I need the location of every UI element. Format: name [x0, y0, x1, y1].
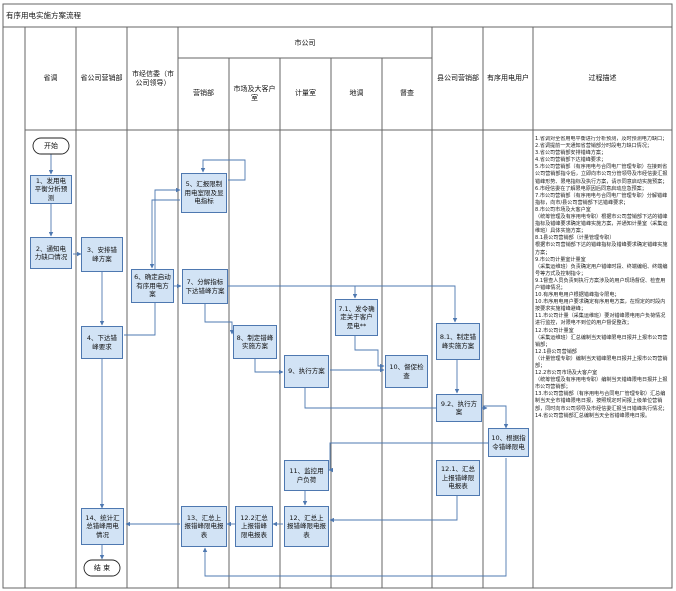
process-description-line: 8.1县公司营销部（计量管理专职）	[535, 235, 615, 242]
process-description-line: 3.省公司营销部安排错峰方案；	[535, 150, 607, 157]
process-description-line: 5.市公司营销部（有序用电与合同电厂管理专职）在接到省公司营销部指令后，立即向市…	[535, 164, 668, 185]
process-description-line: （采集运维班）负责确定用户错峰时段、终端编组、终端编号等方式及控制指令；	[535, 263, 668, 277]
process-description-line: 根据市公司营销部下达的错峰指标及错峰要求确定错峰实施方案；	[535, 242, 668, 256]
lane-header-sheng-diao: 省调	[43, 74, 58, 82]
node-3-arrange[interactable]: 3、安排错峰方案	[81, 237, 123, 272]
node-14-statistics[interactable]: 14、统计汇总错峰用电情况	[81, 508, 124, 545]
lane-header-jiliang: 计量室	[295, 89, 316, 97]
process-description-line: （采集运维班）汇总编制当天错峰限电日报并上报市公司营销部；	[535, 334, 668, 348]
process-description-line: 8.市公司市场及大客户室	[535, 206, 591, 213]
node-7-allocate[interactable]: 7、分解指标下达错峰方案	[182, 269, 228, 304]
lane-header-xian-yingxiao: 县公司营销部	[437, 74, 479, 82]
node-1-forecast[interactable]: 1、发用电平衡分析预测	[30, 175, 72, 204]
process-description-line: （统筹管理及有序用电专职）编制当天错峰限电日报并上报市公司营销部；	[535, 377, 668, 391]
node-12-meter-report[interactable]: 12、汇总上报错峰限电报表	[284, 506, 329, 547]
diagram-title: 有序用电实施方案流程	[6, 10, 81, 20]
lane-header-di-diao: 地调	[349, 89, 364, 97]
node-10-user-limit[interactable]: 10、根据指令错峰限电	[488, 428, 529, 457]
lane-header-users: 有序用电用户	[487, 74, 529, 82]
process-description-line: 9.1督查人员负责到执行方案涉及的用户现场督促、检查用户错峰情况；	[535, 277, 666, 291]
node-12-2-market-report[interactable]: 12.2汇总上报错峰限电报表	[235, 506, 273, 547]
process-description-line: 2.省调提前一天通知省营销部分时段电力缺口情况；	[535, 143, 652, 150]
process-description-line: 6.市经信委在了解限电原因后同意启动应急预案；	[535, 185, 647, 192]
node-5-report[interactable]: 5、汇报限制用电室限及显电指标	[181, 173, 227, 213]
node-4-issue[interactable]: 4、下达错峰要求	[81, 326, 123, 359]
node-7-1-dispatch[interactable]: 7.1、发令确定关于客户是电**	[335, 299, 378, 336]
start-label: 开始	[44, 141, 58, 150]
process-description-line: 12.2市公司市场及大客户室	[535, 370, 598, 377]
node-13-summary-report[interactable]: 13、汇总上报错峰限电报表	[181, 506, 227, 547]
lane-header-shichang: 市场及大客户室	[233, 84, 276, 102]
process-description-line: 11.市公司计量（采集运维班）要对错峰限电用户负荷情况进行监控，对限电不到位的用…	[535, 313, 666, 327]
node-12-1-county-report[interactable]: 12.1、汇总上报错峰限电报表	[436, 460, 480, 496]
process-description-line: 4.省公司营销部下达错峰要求；	[535, 157, 607, 164]
end-label: 结 束	[93, 563, 111, 572]
process-description-line: 12.市公司计量室	[535, 327, 574, 334]
node-9-2-execute[interactable]: 9.2、执行方案	[436, 394, 482, 422]
node-8-plan[interactable]: 8、制定错峰实施方案	[233, 325, 277, 359]
process-description-line: 9.市公司计量室计量室	[535, 256, 586, 263]
process-description-text: 1.省调对全省用电平衡进行分析预测，及时预测电力缺口；2.省调提前一天通知省营销…	[535, 136, 669, 583]
lane-header-yingxiao: 营销部	[193, 89, 214, 97]
node-10-inspect[interactable]: 10、督促检查	[385, 355, 428, 388]
process-description-line: 10.市序用电用户要求确定有序用电方案，在规定的时段内按要求实施错峰避峰；	[535, 299, 666, 313]
node-8-1-county-plan[interactable]: 8.1、制定错峰实施方案	[436, 323, 480, 360]
process-description-line: （统筹管理及有序用电专职）根据市公司营销部下达的错峰指标及错峰要求确定错峰实施方…	[535, 214, 668, 235]
node-9-execute[interactable]: 9、执行方案	[284, 355, 329, 388]
process-description-line: 1.省调对全省用电平衡进行分析预测，及时预测电力缺口；	[535, 136, 668, 142]
end-terminal	[83, 559, 121, 577]
process-description-line: （计量管理专职）编制当天错峰限电日报并上报市公司营销部；	[535, 355, 668, 369]
lane-header-sheng-yingxiao: 省公司营销部	[80, 74, 123, 82]
lane-header-jiancha: 督查	[400, 89, 414, 97]
node-6-start-plan[interactable]: 6、确定启动有序用电方案	[131, 269, 174, 303]
process-description-line: 14.省公司营销部汇总编制当天全省错峰限电日报。	[535, 412, 651, 419]
process-description-line: 13.市公司营销部（有序用电与合同电厂管理专职）汇总编制当天全市错峰限电日报，按…	[535, 391, 668, 412]
start-terminal	[32, 137, 70, 155]
lane-header-process-desc: 过程描述	[588, 74, 617, 82]
process-description-line: 10.有序用电用户根据错峰指令限电；	[535, 292, 620, 299]
node-11-monitor[interactable]: 11、监控用户负荷	[284, 460, 329, 491]
node-2-notify[interactable]: 2、通知电力缺口情况	[30, 237, 72, 269]
process-description-line: 7.市公司营销部（有序用电与合同电厂管理专职）分解错峰指标，向市/县公司营销部下…	[535, 192, 668, 206]
lane-header-shi-jingxin: 市经信委（市公司领导）	[132, 69, 174, 87]
lane-group-shi-gongsi: 市公司	[294, 38, 316, 47]
process-description-line: 12.1县公司营销部	[535, 348, 577, 355]
